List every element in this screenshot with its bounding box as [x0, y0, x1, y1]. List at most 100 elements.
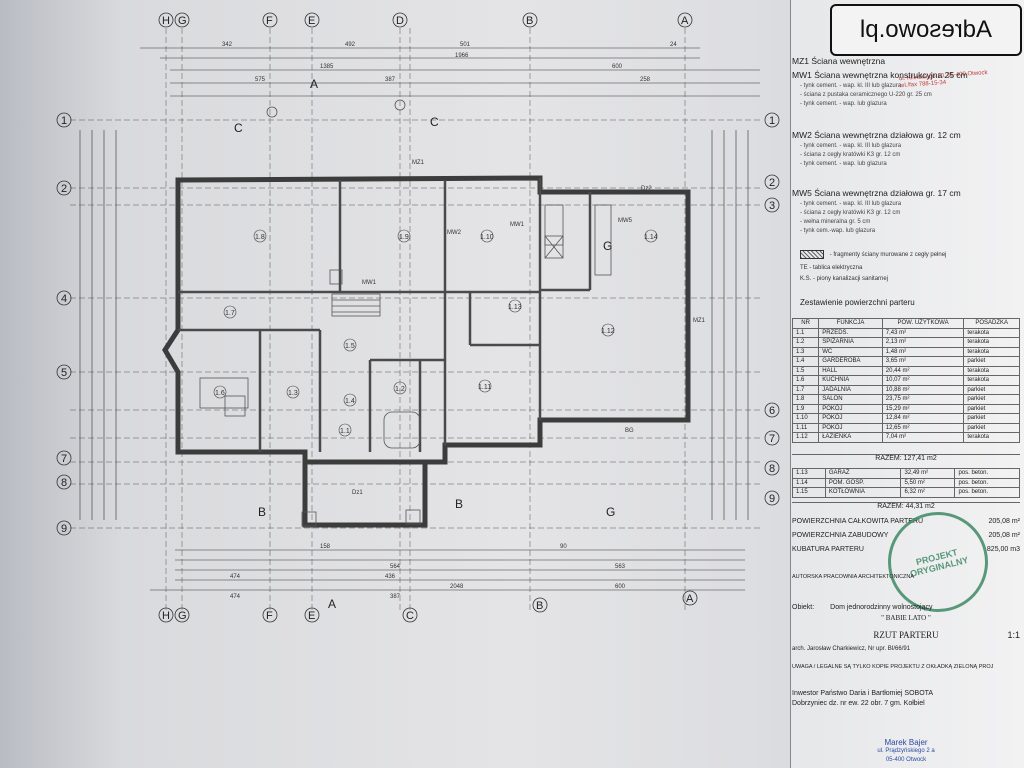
cubature-label: KUBATURA PARTERU: [792, 546, 864, 553]
grid-top-label: B: [526, 15, 533, 27]
room-number: 1.2: [395, 386, 405, 393]
room-number: 1.1: [340, 428, 350, 435]
table-cell: 1.1: [791, 327, 820, 338]
top-dimensions: 342 492 501 24 1385 1966 600 575 387 258: [222, 42, 677, 83]
dimension-text: 342: [222, 42, 233, 48]
axis-grid-lines: [70, 28, 760, 612]
room-number: 1.14: [644, 234, 658, 241]
table-cell: terakota: [963, 432, 1020, 443]
grid-right-label: 6: [769, 405, 775, 417]
grid-top-labels: H G F E D C B A: [158, 12, 693, 28]
table-cell: POKÓJ: [818, 403, 883, 414]
table-cell: parkiet: [963, 384, 1020, 395]
table-cell: 6,32 m²: [900, 487, 956, 498]
dimension-text: 474: [230, 594, 241, 600]
table-cell: ŁAZIENKA: [818, 432, 883, 443]
room-number: 1.7: [225, 310, 235, 317]
spec-line: - tynk cement. - wap. lub glazura: [800, 101, 887, 107]
legend-text: - fragmenty ściany murowane z cegły pełn…: [829, 252, 947, 259]
table-cell: 5,50 m²: [900, 477, 956, 488]
project-name: " BABIE LATO ": [881, 614, 931, 622]
table-cell: 2,13 m²: [881, 337, 965, 348]
legal-notice: UWAGA / LEGALNE SĄ TYLKO KOPIE PROJEKTU …: [792, 664, 994, 670]
section-mark: A: [310, 77, 318, 91]
built-area-label: POWIERZCHNIA ZABUDOWY: [792, 532, 889, 539]
room-number: 1.11: [478, 384, 491, 391]
table-cell: 10,88 m²: [881, 384, 965, 395]
table-cell: terakota: [963, 375, 1020, 386]
table-cell: parkiet: [963, 403, 1020, 414]
section-mark: B: [455, 497, 463, 511]
wall-label-bg: BG: [625, 428, 634, 434]
total-area-value: 205,08 m²: [988, 518, 1020, 525]
grid-right-label: 7: [769, 433, 775, 445]
built-area-value: 205,08 m²: [988, 532, 1020, 539]
table-cell: parkiet: [963, 413, 1020, 424]
room-number: 1.5: [345, 343, 355, 350]
grid-left-label: 9: [61, 523, 67, 535]
dimension-text: 600: [612, 64, 623, 70]
dimension-text: 1966: [455, 53, 469, 59]
spec-line: - tynk cem.-wap. lub glazura: [800, 228, 876, 234]
fixtures: [199, 99, 612, 527]
grid-bottom-label: E: [308, 610, 315, 622]
table-cell: pos. beton.: [954, 468, 1020, 479]
room-numbers: 1.8 1.9 1.10 1.14 1.7 1.5 1.6 1.12 1.13 …: [213, 229, 658, 437]
spec-mw1: MW1 Ściana wewnętrzna konstrukcyjna 25 c…: [792, 70, 1020, 109]
wall-label-mw5: MW5: [618, 218, 633, 224]
grid-left-label: 7: [61, 453, 67, 465]
floor-plan: H G F E D C B A H G F E D C B A 1: [56, 12, 780, 623]
room-number: 1.4: [345, 398, 355, 405]
table-cell: 1.11: [791, 422, 820, 433]
table-cell: SPIŻARNIA: [818, 337, 883, 348]
table-cell: POKÓJ: [818, 422, 883, 433]
wall-label-mw1: MW1: [362, 280, 377, 286]
door-label-dz1: Dz1: [352, 490, 363, 496]
wall-labels: MZ1 MZ1 MW1 MW1 MW2 MW5 BG Dz1 Dz2: [352, 160, 706, 496]
grid-bottom-label: B: [536, 600, 543, 612]
object-label: Obiekt:: [792, 604, 815, 611]
total-area-row: POWIERZCHNIA CAŁKOWITA PARTERU 205,08 m²: [792, 518, 1020, 525]
studio-name: AUTORSKA PRACOWNIA ARCHITEKTONICZNA: [792, 574, 915, 580]
section-mark: G: [606, 505, 615, 519]
table-cell: parkiet: [963, 356, 1020, 367]
dimension-text: 158: [320, 544, 331, 550]
grid-left-label: 2: [61, 183, 67, 195]
wall-label-mw1: MW1: [510, 222, 525, 228]
dimension-text: 2048: [450, 584, 464, 590]
section-marks: A C C B B G G A: [234, 77, 615, 611]
table-cell: PRZEDS.: [818, 327, 883, 338]
room-number: 1.8: [255, 234, 265, 241]
table-cell: 12,65 m²: [881, 422, 965, 433]
table-cell: POKÓJ: [818, 413, 883, 424]
table-cell: terakota: [963, 327, 1020, 338]
subtotal-utility: RAZEM: 44,31 m2: [792, 502, 1020, 510]
spec-line: - tynk cement. - wap. kl. III lub glazur…: [800, 143, 902, 149]
subtotal-living: RAZEM: 127,41 m2: [792, 454, 1020, 462]
spec-mw2: MW2 Ściana wewnętrzna działowa gr. 12 cm…: [792, 130, 1020, 169]
grid-bottom-label: G: [178, 610, 187, 622]
watermark-logo: Adresowo.pl: [830, 4, 1022, 56]
table-cell: JADALNIA: [818, 384, 883, 395]
table-cell: GARDEROBA: [818, 356, 883, 367]
table-cell: parkiet: [963, 422, 1020, 433]
table-cell: 32,49 m²: [900, 468, 956, 479]
total-area-label: POWIERZCHNIA CAŁKOWITA PARTERU: [792, 518, 924, 525]
section-mark: C: [234, 121, 243, 135]
legend-text: K.S. - piony kanalizacji sanitarnej: [800, 276, 889, 282]
table-cell: 1.14: [792, 477, 826, 488]
grid-right-label: 1: [769, 115, 775, 127]
exterior-walls: [162, 175, 691, 528]
table-cell: KUCHNIA: [818, 375, 883, 386]
object-row: Obiekt: Dom jednorodzinny wolnostojący: [792, 604, 1020, 611]
